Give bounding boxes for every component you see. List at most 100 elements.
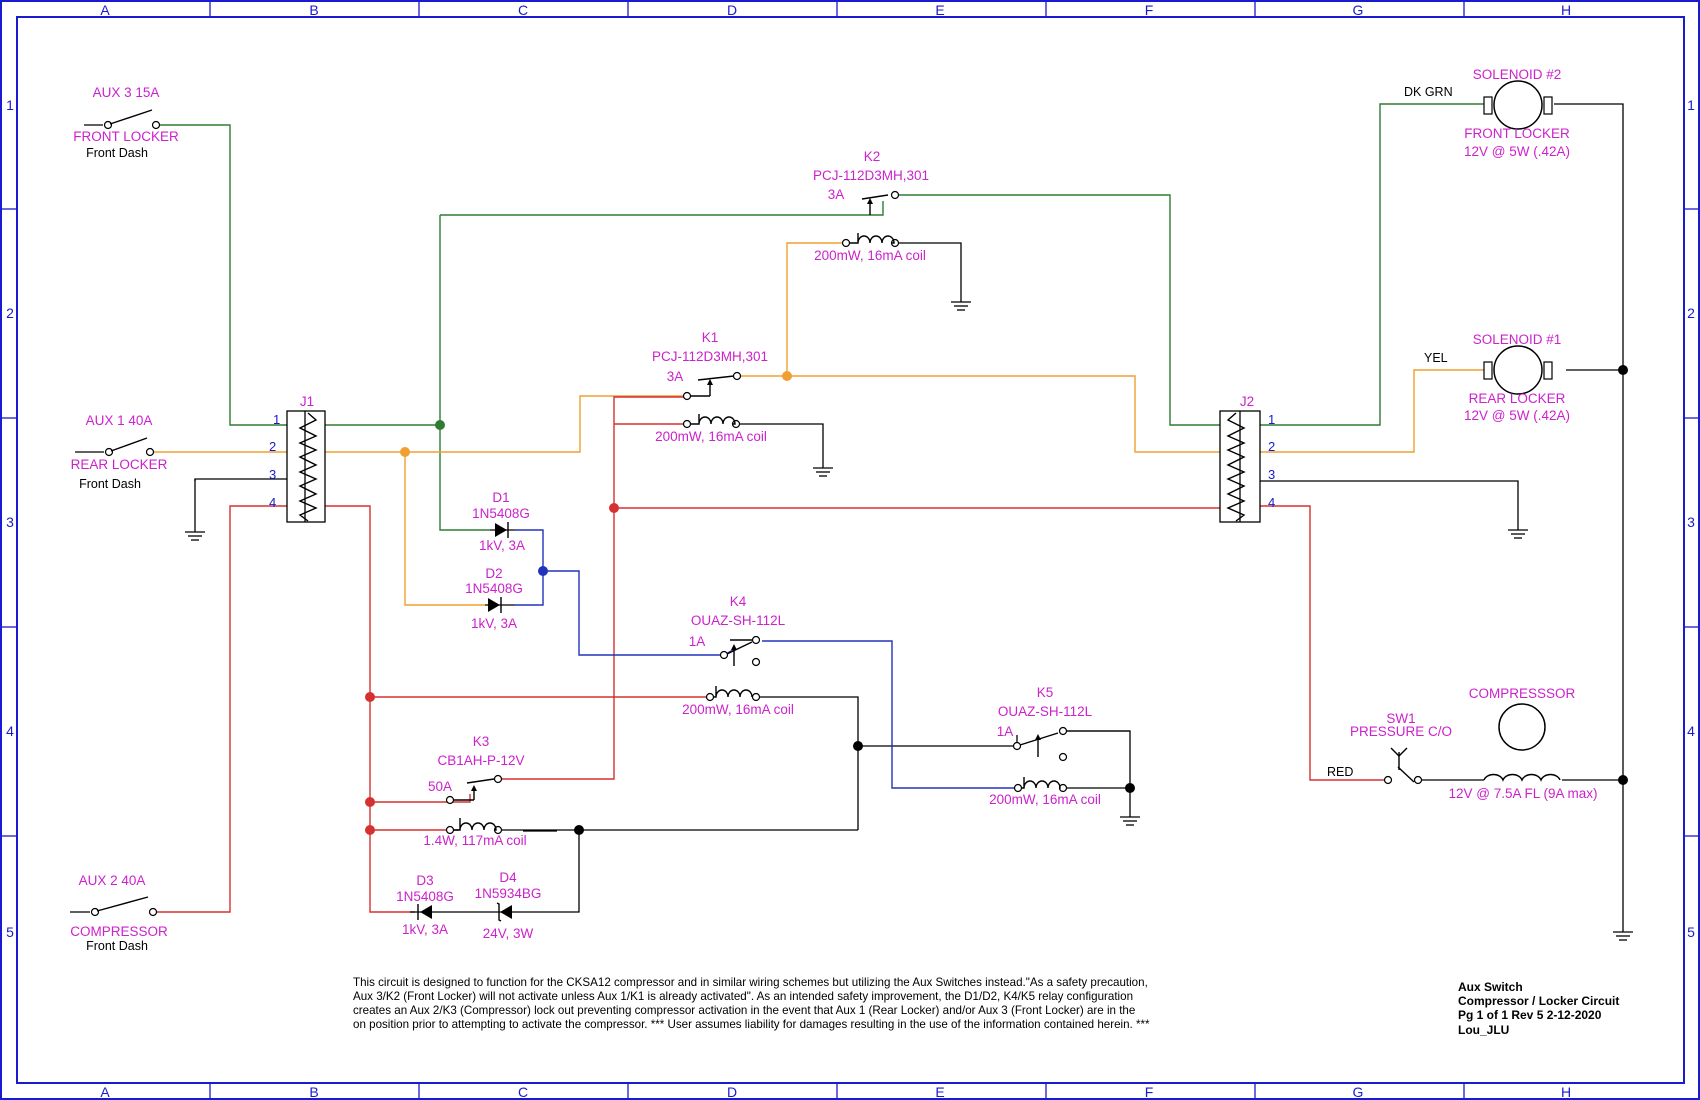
svg-text:1A: 1A [997, 724, 1014, 739]
zone-col-b-top: B [309, 2, 318, 18]
svg-text:24V, 3W: 24V, 3W [483, 926, 534, 941]
zone-col-b-bottom: B [309, 1084, 318, 1100]
zone-row-3-right: 3 [1687, 514, 1695, 530]
black-wire-k5-common [858, 735, 1018, 747]
zone-col-f-bottom: F [1145, 1084, 1154, 1100]
svg-text:Front Dash: Front Dash [86, 146, 148, 160]
svg-text:4: 4 [1268, 495, 1275, 510]
safety-note: This circuit is designed to function for… [353, 976, 1150, 1031]
green-wire-aux3 [158, 124, 305, 426]
svg-text:K3: K3 [473, 734, 490, 749]
svg-text:1N5408G: 1N5408G [472, 506, 530, 521]
svg-text:PRESSURE C/O: PRESSURE C/O [1350, 724, 1452, 739]
svg-text:OUAZ-SH-112L: OUAZ-SH-112L [998, 704, 1093, 719]
zone-col-f-top: F [1145, 2, 1154, 18]
svg-text:1N5408G: 1N5408G [396, 889, 454, 904]
svg-text:PCJ-112D3MH,301: PCJ-112D3MH,301 [652, 349, 768, 364]
svg-text:K5: K5 [1037, 685, 1054, 700]
red-wire-j1-pin4 [325, 505, 415, 913]
pressure-switch-sw1: SW1 PRESSURE C/O RED [1327, 711, 1452, 785]
black-wire-j2-pin3-ground [1240, 480, 1519, 518]
svg-text:1kV, 3A: 1kV, 3A [479, 538, 525, 553]
svg-text:PCJ-112D3MH,301: PCJ-112D3MH,301 [813, 168, 929, 183]
relay-k2: K2 PCJ-112D3MH,301 3A 200mW, 16mA coil [813, 149, 929, 263]
svg-text:200mW, 16mA coil: 200mW, 16mA coil [682, 702, 794, 717]
svg-text:12V @ 5W (.42A): 12V @ 5W (.42A) [1464, 144, 1570, 159]
svg-text:1.4W, 117mA coil: 1.4W, 117mA coil [423, 833, 526, 848]
svg-text:Aux 3/K2 (Front Locker) will n: Aux 3/K2 (Front Locker) will not activat… [353, 990, 1133, 1003]
svg-text:12V @ 5W (.42A): 12V @ 5W (.42A) [1464, 408, 1570, 423]
zone-col-d-top: D [727, 2, 737, 18]
zone-row-2-right: 2 [1687, 305, 1695, 321]
svg-text:1N5934BG: 1N5934BG [475, 886, 542, 901]
svg-text:3A: 3A [828, 187, 845, 202]
svg-text:D1: D1 [492, 490, 509, 505]
orange-wire-k1-output [740, 375, 1220, 453]
svg-text:REAR LOCKER: REAR LOCKER [1469, 391, 1566, 406]
svg-text:COMPRESSSOR: COMPRESSSOR [1469, 686, 1576, 701]
zone-col-g-bottom: G [1353, 1084, 1364, 1100]
zone-row-3-left: 3 [6, 514, 14, 530]
green-wire-k2-supply [439, 215, 490, 531]
svg-text:K4: K4 [730, 594, 747, 609]
zone-row-1-left: 1 [6, 97, 14, 113]
svg-text:1N5408G: 1N5408G [465, 581, 523, 596]
svg-text:D2: D2 [485, 566, 502, 581]
zone-col-c-top: C [518, 2, 528, 18]
zone-col-a-top: A [100, 2, 110, 18]
zone-col-h-top: H [1561, 2, 1571, 18]
red-wire-aux2 [156, 505, 305, 913]
black-wire-k2-coil-ground [895, 242, 962, 290]
green-wire-k2-common [440, 201, 884, 216]
svg-text:FRONT LOCKER: FRONT LOCKER [1464, 126, 1570, 141]
svg-text:Pg 1 of 1 Rev 5 2-12-2020: Pg 1 of 1 Rev 5 2-12-2020 [1458, 1008, 1602, 1022]
svg-text:creates an Aux 2/K3 (Compresso: creates an Aux 2/K3 (Compressor) lock ou… [353, 1004, 1135, 1017]
black-wire-k1-coil-ground [740, 423, 824, 456]
svg-text:50A: 50A [428, 779, 452, 794]
svg-text:2: 2 [269, 439, 276, 454]
ground-icon [184, 519, 206, 541]
connector-j1: J1 1 2 3 4 [269, 394, 326, 523]
diode-d3: D3 1N5408G 1kV, 3A [396, 873, 454, 937]
svg-text:D4: D4 [499, 870, 517, 885]
zone-row-5-right: 5 [1687, 924, 1695, 940]
wires [152, 103, 1624, 920]
svg-text:2: 2 [1268, 439, 1275, 454]
svg-text:AUX 2 40A: AUX 2 40A [79, 873, 146, 888]
svg-text:AUX 1 40A: AUX 1 40A [86, 413, 153, 428]
title-block: Aux Switch Compressor / Locker Circuit P… [1458, 980, 1619, 1037]
relay-k5: K5 OUAZ-SH-112L 1A 200mW, 16mA coil [989, 685, 1101, 807]
orange-wire-k2-coil [786, 242, 846, 376]
zone-row-1-right: 1 [1687, 97, 1695, 113]
relay-k1: K1 PCJ-112D3MH,301 3A 200mW, 16mA coil [652, 330, 768, 444]
black-wire-sol2-return [1554, 103, 1624, 370]
svg-text:RED: RED [1327, 765, 1353, 779]
solenoid-1: YEL SOLENOID #1 REAR LOCKER 12V @ 5W (.4… [1424, 332, 1570, 423]
svg-text:on position prior to attemptin: on position prior to attempting to activ… [353, 1018, 1150, 1031]
svg-text:SOLENOID #2: SOLENOID #2 [1473, 67, 1562, 82]
red-wire-k3-output [502, 396, 687, 780]
diode-d4: D4 1N5934BG 24V, 3W [440, 870, 541, 941]
svg-text:This circuit is designed to fu: This circuit is designed to function for… [353, 976, 1148, 989]
switch-aux1: AUX 1 40A REAR LOCKER Front Dash [71, 413, 168, 491]
ground-icon [812, 455, 834, 477]
ground-symbols [184, 289, 1634, 941]
svg-text:YEL: YEL [1424, 351, 1448, 365]
red-wire-k3-common [370, 794, 471, 803]
orange-wire-j2-pin2 [1240, 369, 1484, 453]
ground-icon [1612, 919, 1634, 941]
zone-col-e-bottom: E [935, 1084, 944, 1100]
green-wire-k2-output [898, 194, 1220, 426]
switch-aux2: AUX 2 40A COMPRESSOR Front Dash [70, 873, 168, 953]
svg-text:SW1: SW1 [1386, 711, 1415, 726]
svg-text:SOLENOID #1: SOLENOID #1 [1473, 332, 1562, 347]
zone-col-h-bottom: H [1561, 1084, 1571, 1100]
diode-d2: D2 1N5408G 1kV, 3A [465, 566, 523, 631]
svg-text:200mW, 16mA coil: 200mW, 16mA coil [655, 429, 767, 444]
svg-text:3: 3 [269, 467, 276, 482]
svg-text:D3: D3 [416, 873, 433, 888]
svg-text:AUX 3 15A: AUX 3 15A [93, 85, 160, 100]
zone-row-2-left: 2 [6, 305, 14, 321]
